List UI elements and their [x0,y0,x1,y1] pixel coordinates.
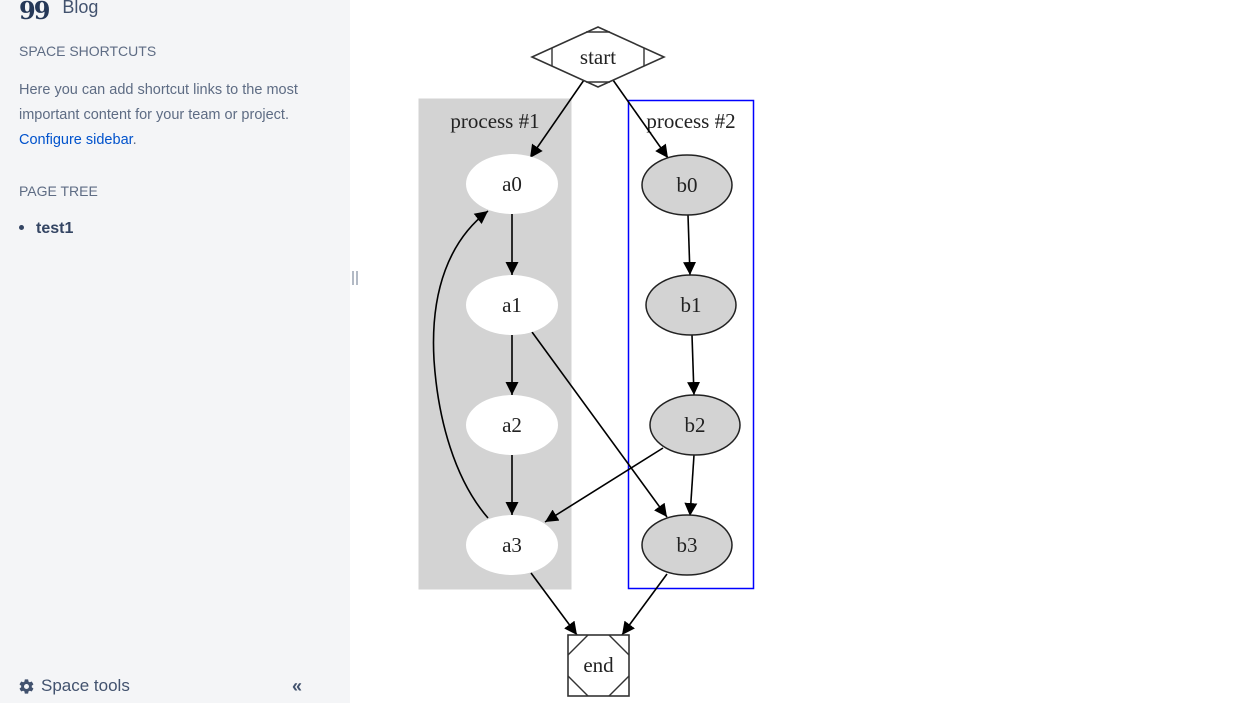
page-tree-item[interactable]: test1 [19,220,73,238]
grip-line [356,271,358,285]
node-a0: a0 [466,154,558,214]
page-tree-heading: PAGE TREE [19,183,98,199]
node-start: start [530,26,666,88]
node-end: end [567,634,630,697]
configure-sidebar-link[interactable]: Configure sidebar [19,132,133,148]
sidebar-resize-handle[interactable] [352,271,358,285]
gear-icon [19,678,34,694]
node-a2: a2 [466,395,558,455]
node-b2-label: b2 [685,413,706,437]
edge-a3-end [530,572,578,636]
node-a1: a1 [466,275,558,335]
page-tree-item-label: test1 [36,220,74,237]
node-a1-label: a1 [502,293,522,317]
edge-start-a0 [529,79,585,159]
node-a0-label: a0 [502,172,522,196]
bullet-icon [19,224,24,230]
cluster-process-2-label: process #2 [646,109,735,133]
shortcuts-description: Here you can add shortcut links to the m… [19,78,329,153]
shortcuts-text: Here you can add shortcut links to the m… [19,82,298,123]
space-tools-button[interactable]: Space tools [18,676,130,696]
edge-b0-b1 [683,214,697,276]
edge-a3-a0 [432,210,489,519]
edge-b3-end [621,573,668,636]
node-end-label: end [583,653,614,677]
node-b1: b1 [645,274,737,336]
node-b1-label: b1 [681,293,702,317]
cluster-process-2 [627,99,755,590]
edge-b2-a3 [544,447,664,523]
period: . [132,132,137,148]
space-shortcuts-heading: SPACE SHORTCUTS [19,43,157,59]
node-a3-label: a3 [502,533,522,557]
node-a2-label: a2 [502,413,522,437]
edge-b2-b3 [684,454,698,517]
node-b0: b0 [641,154,733,216]
edge-a1-b3 [531,331,668,518]
edge-start-b0 [612,79,669,159]
node-b2: b2 [649,394,741,456]
quote-icon: 99 [19,0,50,25]
node-b0-label: b0 [677,173,698,197]
cluster-process-1-label: process #1 [450,109,539,133]
node-start-label: start [580,45,616,69]
node-b3-label: b3 [677,533,698,557]
space-tools-label: Space tools [41,676,130,695]
sidebar: 99 Blog SPACE SHORTCUTS Here you can add… [0,0,350,703]
node-a3: a3 [466,515,558,575]
grip-line [352,271,354,285]
sidebar-item-blog[interactable]: 99 Blog [19,0,99,25]
collapse-sidebar-button[interactable]: « [292,676,303,696]
edge-b1-b2 [687,334,701,396]
node-b3: b3 [641,514,733,576]
blog-label: Blog [62,0,99,17]
